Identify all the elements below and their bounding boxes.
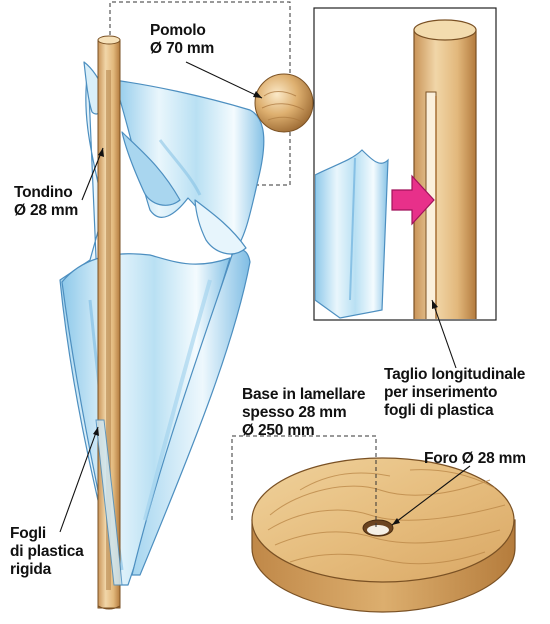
slot-label-line2: per inserimento xyxy=(384,384,498,401)
sheets-label: Fogli di plastica rigida xyxy=(10,525,84,579)
base-label-line3: Ø 250 mm xyxy=(242,422,315,439)
slot-label-line3: fogli di plastica xyxy=(384,402,494,419)
leader-lines xyxy=(59,61,471,533)
wooden-knob xyxy=(254,73,314,133)
rod-label-line1: Tondino xyxy=(14,184,73,201)
base-label: Base in lamellare spesso 28 mm Ø 250 mm xyxy=(242,386,365,440)
rod-label: Tondino Ø 28 mm xyxy=(14,184,78,220)
slot-label-line1: Taglio longitudinale xyxy=(384,366,526,383)
slot-detail-inset xyxy=(313,7,497,321)
wooden-base-disc xyxy=(251,457,516,613)
hole-label: Foro Ø 28 mm xyxy=(424,450,526,468)
front-sheet-overlap xyxy=(95,419,123,586)
sheets-label-line1: Fogli xyxy=(10,525,47,542)
rod-label-line2: Ø 28 mm xyxy=(14,202,79,219)
plastic-sheets-illustration xyxy=(59,61,265,586)
pink-arrow-icon xyxy=(391,174,435,226)
sheets-label-line2: di plastica xyxy=(10,543,84,560)
sheets-label-line3: rigida xyxy=(10,561,52,578)
base-label-line2: spesso 28 mm xyxy=(242,404,347,421)
knob-label-line2: Ø 70 mm xyxy=(150,40,215,57)
hole-label-line1: Foro Ø 28 mm xyxy=(424,450,526,467)
knob-label: Pomolo Ø 70 mm xyxy=(150,22,214,58)
base-label-line1: Base in lamellare xyxy=(242,386,366,403)
base-dashed-guide xyxy=(231,435,377,528)
knob-label-line1: Pomolo xyxy=(150,22,206,39)
slot-label: Taglio longitudinale per inserimento fog… xyxy=(384,366,525,420)
